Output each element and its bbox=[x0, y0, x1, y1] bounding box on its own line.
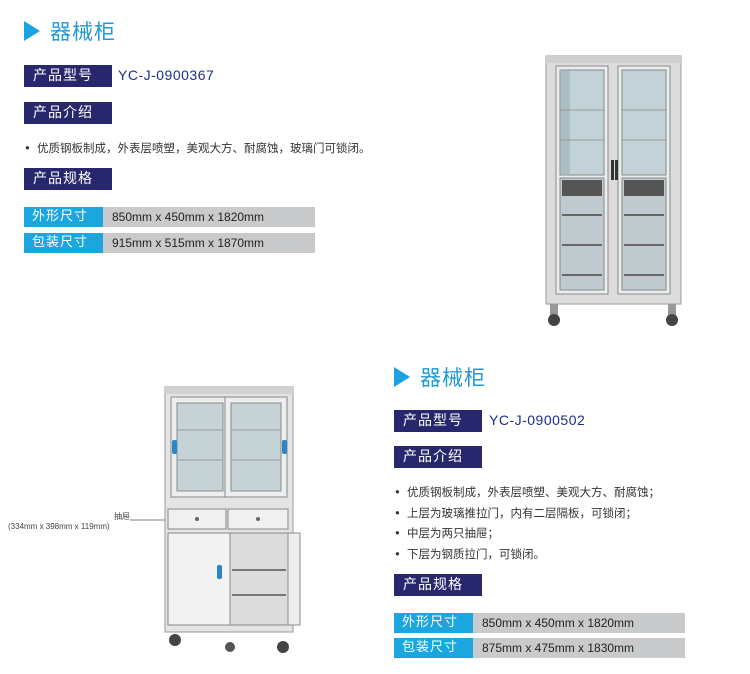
product1-intro-list: •优质钢板制成，外表层喷塑，美观大方、耐腐蚀，玻璃门可锁闭。 bbox=[24, 138, 371, 159]
spec-value: 850mm x 450mm x 1820mm bbox=[473, 613, 685, 633]
product2-model-label: 产品型号 bbox=[394, 410, 482, 432]
drawer-label: 抽屉 bbox=[114, 512, 130, 521]
spec-key: 包装尺寸 bbox=[394, 638, 473, 658]
triangle-marker-icon bbox=[24, 21, 40, 41]
list-item: •下层为钢质拉门，可锁闭。 bbox=[394, 546, 545, 561]
spec-key: 包装尺寸 bbox=[24, 233, 103, 253]
product1-spec-row-pack: 包装尺寸 915mm x 515mm x 1870mm bbox=[24, 233, 315, 253]
spec-value: 850mm x 450mm x 1820mm bbox=[103, 207, 315, 227]
product2-title-text: 器械柜 bbox=[420, 366, 486, 390]
product2-intro-list: •优质钢板制成，外表层喷塑、美观大方、耐腐蚀； •上层为玻璃推拉门，内有二层隔板… bbox=[394, 482, 660, 564]
spec-value: 875mm x 475mm x 1830mm bbox=[473, 638, 685, 658]
spec-key: 外形尺寸 bbox=[394, 613, 473, 633]
list-item: •上层为玻璃推拉门，内有二层隔板，可锁闭； bbox=[394, 505, 637, 520]
spec-key: 外形尺寸 bbox=[24, 207, 103, 227]
product2-title: 器械柜 bbox=[394, 362, 486, 392]
product1-model-value: YC-J-0900367 bbox=[118, 67, 215, 83]
list-item: •优质钢板制成，外表层喷塑，美观大方、耐腐蚀，玻璃门可锁闭。 bbox=[24, 141, 371, 155]
product2-intro-label: 产品介绍 bbox=[394, 446, 482, 468]
product2-spec-row-pack: 包装尺寸 875mm x 475mm x 1830mm bbox=[394, 638, 685, 658]
combo-cabinet-image bbox=[164, 386, 301, 653]
product1-title: 器械柜 bbox=[24, 16, 116, 46]
triangle-marker-icon bbox=[394, 367, 410, 387]
product2-spec-row-outer: 外形尺寸 850mm x 450mm x 1820mm bbox=[394, 613, 685, 633]
drawer-size: (334mm x 398mm x 119mm) bbox=[8, 522, 110, 531]
product2-spec-label: 产品规格 bbox=[394, 574, 482, 596]
product1-spec-row-outer: 外形尺寸 850mm x 450mm x 1820mm bbox=[24, 207, 315, 227]
list-item: •优质钢板制成，外表层喷塑、美观大方、耐腐蚀； bbox=[394, 485, 660, 499]
product2-model-value: YC-J-0900502 bbox=[489, 412, 586, 428]
glass-cabinet-image bbox=[545, 55, 682, 326]
product1-model-label: 产品型号 bbox=[24, 65, 112, 87]
product1-spec-label: 产品规格 bbox=[24, 168, 112, 190]
spec-value: 915mm x 515mm x 1870mm bbox=[103, 233, 315, 253]
list-item: •中层为两只抽屉； bbox=[394, 526, 499, 540]
product1-title-text: 器械柜 bbox=[50, 20, 116, 44]
product1-intro-label: 产品介绍 bbox=[24, 102, 112, 124]
